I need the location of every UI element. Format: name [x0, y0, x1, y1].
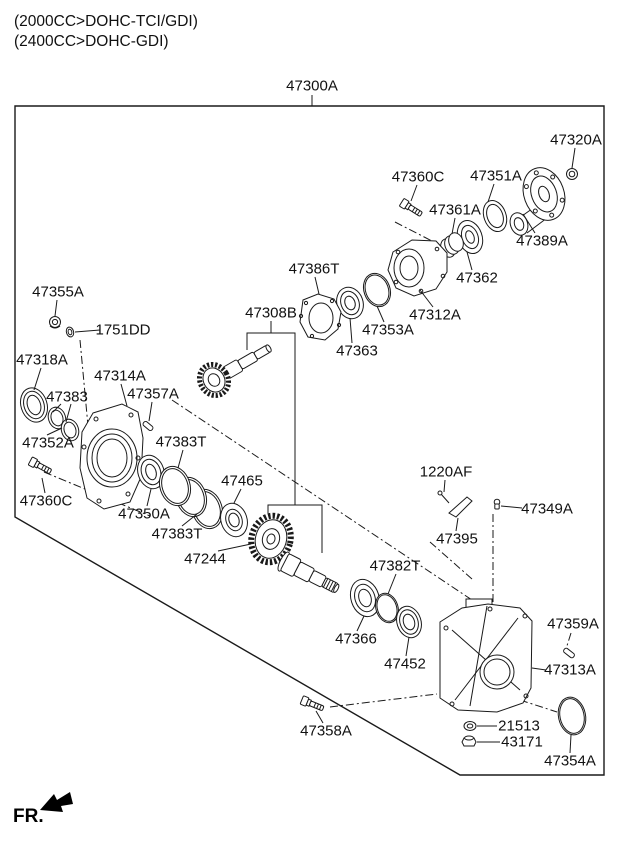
- part-label-47359a-31: 47359A: [547, 615, 599, 633]
- part-drawing-47361a-spring-washer: [440, 232, 464, 258]
- part-drawing-47353a-oring: [362, 272, 392, 308]
- part-drawing-47313a-housing: [439, 598, 533, 713]
- part-label-47320a-1: 47320A: [550, 131, 602, 149]
- part-drawing-47382t-oring: [375, 592, 399, 624]
- part-label-47354a-36: 47354A: [544, 752, 596, 770]
- part-drawing-47320a-nut: [566, 168, 578, 180]
- part-label-47300a-0: 47300A: [286, 77, 338, 95]
- part-drawing-21513-washer: [463, 721, 477, 731]
- part-label-47465-23: 47465: [221, 472, 263, 490]
- part-drawing-43171-plug: [461, 735, 477, 747]
- engine-variant-header: (2000CC>DOHC-TCI/GDI) (2400CC>DOHC-GDI): [14, 12, 198, 53]
- part-label-47383-16: 47383: [46, 388, 88, 406]
- part-drawing-1751dd-washer: [65, 326, 75, 338]
- part-drawing-47366-bearing: [349, 578, 381, 618]
- part-label-1220af-25: 1220AF: [419, 463, 473, 481]
- part-label-47361a-4: 47361A: [429, 201, 481, 219]
- part-drawing-47318a-seal: [20, 387, 48, 423]
- part-drawing-47452-seal: [396, 605, 422, 639]
- part-drawing-47360c-bolt-top: [398, 197, 425, 219]
- part-label-47386t-8: 47386T: [288, 260, 340, 278]
- part-drawing-47314a-housing: [79, 403, 144, 510]
- part-label-47383t-22: 47383T: [151, 525, 203, 543]
- engine-variant-line2: (2400CC>DOHC-GDI): [14, 33, 169, 51]
- part-label-47308b-10: 47308B: [245, 304, 297, 322]
- part-label-47351a-3: 47351A: [470, 167, 522, 185]
- leader-lines: [33, 147, 576, 754]
- part-drawing-47363-bearing: [336, 286, 364, 320]
- part-drawing-47354a-oring: [557, 696, 587, 736]
- part-label-47362-6: 47362: [456, 269, 498, 287]
- part-drawing-output-shaft: [277, 551, 340, 593]
- part-drawing-47386t-plate: [298, 293, 342, 341]
- part-label-47389a-5: 47389A: [516, 232, 568, 250]
- part-drawing-47359a-dowel: [563, 647, 575, 659]
- part-label-47318a-14: 47318A: [16, 351, 68, 369]
- part-drawing-47465-spacer: [220, 502, 248, 538]
- part-drawing-1220af-screw: [437, 490, 450, 504]
- part-label-47355a-12: 47355A: [32, 283, 84, 301]
- part-drawing-input-pinion-shaft: [196, 344, 272, 399]
- part-drawing-47244-ring-gear: [248, 512, 294, 566]
- part-label-47383t-19: 47383T: [155, 433, 207, 451]
- part-label-47357a-17: 47357A: [127, 385, 179, 403]
- part-label-47314a-15: 47314A: [94, 367, 146, 385]
- part-drawing-47349a-plug: [493, 498, 501, 510]
- part-label-43171-35: 43171: [501, 733, 543, 751]
- part-label-47363-11: 47363: [336, 342, 378, 360]
- part-drawing-47360c-bolt-lower: [27, 456, 54, 477]
- part-label-1751dd-13: 1751DD: [95, 321, 151, 339]
- bracket-47308b: [246, 321, 323, 553]
- engine-variant-line1: (2000CC>DOHC-TCI/GDI): [14, 13, 198, 30]
- part-label-47312a-7: 47312A: [409, 306, 461, 324]
- part-drawing-47350a-bearing: [137, 454, 165, 490]
- part-label-47360c-2: 47360C: [391, 168, 445, 186]
- front-direction-label: FR.: [13, 806, 44, 827]
- part-label-47366-29: 47366: [335, 630, 377, 648]
- part-drawing-47395-bracket: [448, 496, 473, 518]
- part-label-47452-30: 47452: [384, 655, 426, 673]
- part-label-47313a-32: 47313A: [544, 661, 596, 679]
- part-label-47382t-28: 47382T: [369, 557, 421, 575]
- front-direction-arrow-icon: [40, 792, 73, 812]
- part-label-47349a-26: 47349A: [521, 500, 573, 518]
- part-drawing-47357a-dowel: [142, 420, 154, 432]
- part-label-47352a-18: 47352A: [22, 434, 74, 452]
- assembly-axis-lines: [43, 221, 572, 713]
- part-drawing-47389a-flange: [509, 167, 566, 236]
- part-label-47350a-21: 47350A: [118, 505, 170, 523]
- diagram-border: [14, 95, 605, 776]
- part-label-47360c-20: 47360C: [19, 492, 73, 510]
- part-label-47395-27: 47395: [436, 530, 478, 548]
- part-label-21513-34: 21513: [498, 717, 540, 735]
- part-label-47353a-9: 47353A: [362, 321, 414, 339]
- part-drawing-47383t-snap-rings: [158, 465, 224, 530]
- part-label-47358a-33: 47358A: [300, 722, 352, 740]
- part-drawing-47312a-retainer: [387, 239, 448, 297]
- part-drawing-47358a-bolt: [299, 695, 326, 714]
- part-label-47244-24: 47244: [184, 550, 226, 568]
- part-drawing-47355a-nut: [49, 316, 61, 329]
- part-drawing-47351a-seal: [482, 200, 508, 232]
